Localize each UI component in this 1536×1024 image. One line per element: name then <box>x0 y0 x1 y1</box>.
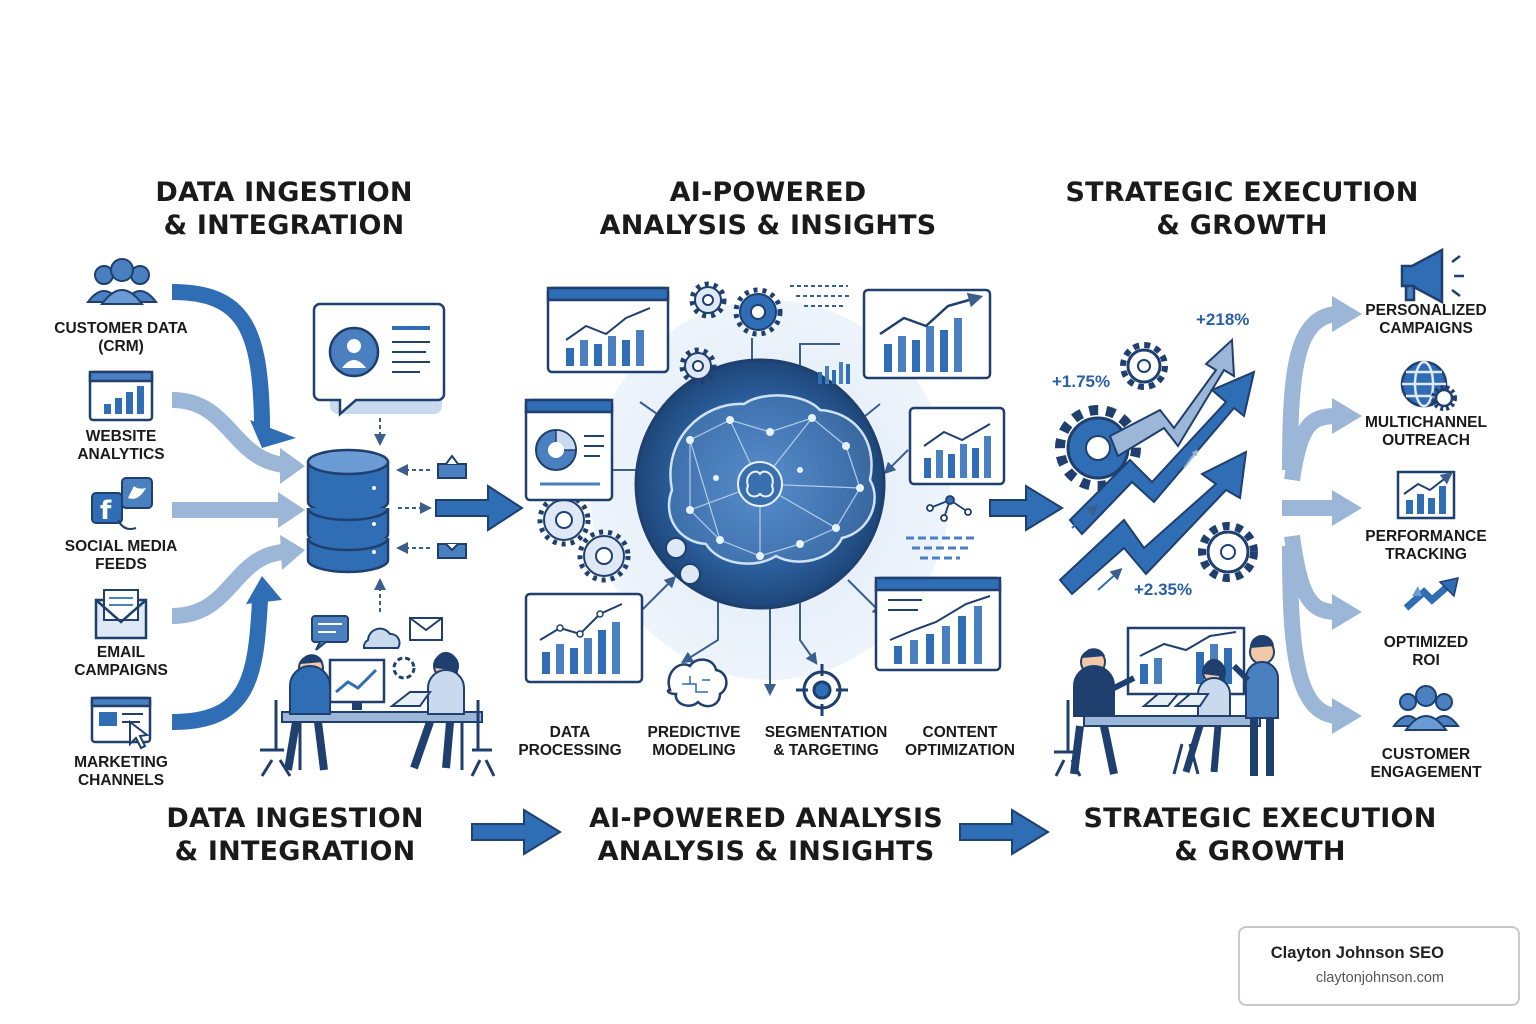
globe-icon <box>1400 360 1457 411</box>
team-meeting-illustration <box>260 615 496 777</box>
flow-arrow-1 <box>435 484 524 532</box>
brand-card[interactable]: Clayton Johnson SEO claytonjohnson.com <box>1238 926 1520 1006</box>
dashboard-window <box>524 592 644 684</box>
network-icon <box>926 495 972 522</box>
dashboard-bubble-icon <box>312 302 446 417</box>
document-lines-icon <box>790 285 850 307</box>
dashboard-window <box>524 398 614 502</box>
footer-arrow-1 <box>471 808 562 856</box>
bar-chart-icon <box>1396 470 1456 520</box>
target-icon <box>796 664 848 716</box>
dashboard-window <box>546 286 670 374</box>
trend-arrow-icon <box>1403 577 1459 611</box>
browser-cursor-icon <box>90 696 152 750</box>
growth-percent-bottom: +2.35% <box>1134 580 1193 599</box>
dashboard-window <box>862 288 992 380</box>
brand-url[interactable]: claytonjohnson.com <box>1315 970 1444 986</box>
dashed-lines <box>906 536 976 560</box>
ai-brain-icon <box>634 358 886 610</box>
strategy-meeting-illustration <box>1054 626 1279 777</box>
gear-teeth <box>537 281 783 583</box>
ingestion-arrows <box>171 284 305 730</box>
growth-percent-top: +218% <box>1196 310 1250 329</box>
outcome-arrows <box>1282 296 1362 734</box>
brand-name: Clayton Johnson SEO <box>1270 944 1444 962</box>
download-icon <box>396 542 467 559</box>
flow-arrow-2 <box>989 484 1064 532</box>
customer-people-icon <box>1392 685 1460 731</box>
footer-step-execution: STRATEGIC EXECUTION& GROWTH <box>1083 803 1437 867</box>
analysis-step-segmentation: SEGMENTATION& TARGETING <box>764 724 888 759</box>
megaphone-icon <box>1400 247 1464 305</box>
growth-percent-left: +1.75% <box>1052 372 1111 391</box>
browser-chart-icon <box>88 370 154 422</box>
people-icon <box>86 258 158 305</box>
social-icon: f <box>91 477 153 530</box>
database-icon <box>306 448 390 574</box>
growth-chart-illustration <box>1055 337 1258 596</box>
envelope-icon <box>94 589 148 640</box>
footer-arrow-2 <box>959 808 1050 856</box>
footer-step-ingestion: DATA INGESTION& INTEGRATION <box>166 803 424 867</box>
dashboard-window <box>908 406 1006 486</box>
upload-icon <box>396 454 467 479</box>
mini-bars-icon <box>818 362 850 384</box>
brain-circuit-icon <box>666 658 728 708</box>
source-label-crm: CUSTOMER DATA(CRM) <box>54 320 188 355</box>
section-title-ingestion: DATA INGESTION& INTEGRATION <box>155 177 413 241</box>
gear-icon <box>543 286 777 585</box>
svg-text:f: f <box>100 496 112 526</box>
dashboard-window <box>874 576 1002 672</box>
section-title-execution: STRATEGIC EXECUTION& GROWTH <box>1065 177 1419 241</box>
